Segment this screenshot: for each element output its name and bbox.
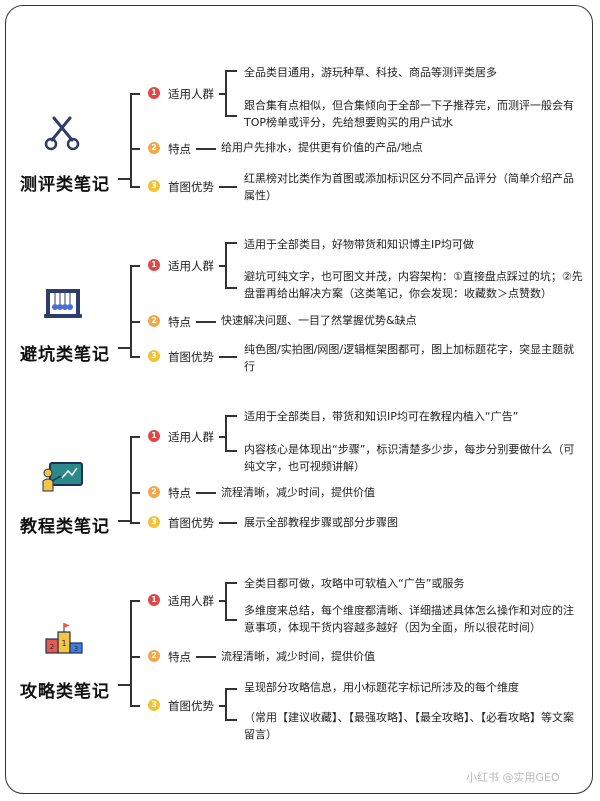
item-text: 全品类目通用，游玩种草、科技、商品等测评类居多 (244, 66, 497, 79)
item-label-feature: 特点 (168, 486, 191, 500)
item-text: 避坑可纯文字，也可图文并茂，内容架构：①直接盘点踩过的坑；②先盘雷再给出解决方案… (244, 270, 583, 300)
svg-text:3: 3 (74, 645, 78, 653)
item-label-audience: 适用人群 (168, 594, 214, 608)
newtons-cradle-icon (44, 289, 82, 318)
item-label-cover: 首图优势 (168, 699, 214, 713)
badge-3: 3 (148, 350, 160, 362)
section-title: 攻略类笔记 (20, 682, 110, 702)
badge-1: 1 (148, 87, 160, 99)
item-text: 快速解决问题、一目了然掌握优势&缺点 (221, 314, 417, 327)
section-title: 教程类笔记 (20, 517, 110, 537)
watermark: 小红书 @实用GEO (466, 771, 560, 784)
item-text: 全类目都可做，攻略中可软植入“广告”或服务 (244, 577, 465, 590)
item-text: 纯色图/实拍图/网图/逻辑框架图都可，图上加标题花字，突显主题就行 (244, 343, 575, 373)
item-label-cover: 首图优势 (168, 350, 214, 364)
item-text: （常用【建议收藏】、【最强攻略】、【最全攻略】、【必看攻略】等文案留言） (244, 711, 574, 741)
item-label-feature: 特点 (168, 142, 191, 156)
item-text: 流程清晰，减少时间，提供价值 (221, 486, 375, 499)
badge-1: 1 (148, 430, 160, 442)
item-label-audience: 适用人群 (168, 430, 214, 444)
item-text: 红黑榜对比类作为首图或添加标识区分不同产品评分（简单介绍产品属性） (244, 172, 574, 202)
section-title: 测评类笔记 (20, 175, 110, 195)
badge-1: 1 (148, 259, 160, 271)
item-text: 展示全部教程步骤或部分步骤图 (244, 516, 398, 529)
badge-2: 2 (148, 486, 160, 498)
badge-2: 2 (148, 142, 160, 154)
item-text: 流程清晰，减少时间，提供价值 (221, 650, 375, 663)
item-text: 适用于全部类目，好物带货和知识博主IP均可做 (244, 238, 474, 251)
item-label-feature: 特点 (168, 650, 191, 664)
item-label-audience: 适用人群 (168, 259, 214, 273)
item-text: 多维度来总结，每个维度都清晰、详细描述具体怎么操作和对应的注意事项，体现干货内容… (244, 604, 574, 634)
badge-2: 2 (148, 315, 160, 327)
podium-icon: 1 2 3 (45, 623, 83, 654)
item-text: 呈现部分攻略信息，用小标题花字标记所涉及的每个维度 (244, 681, 519, 694)
item-text: 内容核心是体现出“步骤”，标识清楚多少步，每步分别要做什么（可纯文字，也可视频讲… (244, 443, 575, 473)
item-label-cover: 首图优势 (168, 516, 214, 530)
badge-3: 3 (148, 516, 160, 528)
badge-1: 1 (148, 594, 160, 606)
item-text: 跟合集有点相似，但合集倾向于全部一下子推荐完，而测评一般会有TOP榜单或评分，先… (244, 99, 574, 129)
section-title: 避坑类笔记 (20, 345, 110, 365)
svg-text:1: 1 (61, 639, 66, 648)
item-text: 适用于全部类目，带货和知识IP均可在教程内植入“广告” (244, 410, 519, 423)
item-label-audience: 适用人群 (168, 87, 214, 101)
page-frame (5, 5, 593, 794)
teacher-board-icon (42, 462, 83, 492)
item-label-cover: 首图优势 (168, 180, 214, 194)
badge-3: 3 (148, 180, 160, 192)
badge-3: 3 (148, 699, 160, 711)
item-text: 给用户先排水，提供更有价值的产品/地点 (221, 141, 423, 154)
scissors-icon (44, 116, 80, 151)
badge-2: 2 (148, 650, 160, 662)
item-label-feature: 特点 (168, 315, 191, 329)
svg-text:2: 2 (50, 643, 54, 651)
